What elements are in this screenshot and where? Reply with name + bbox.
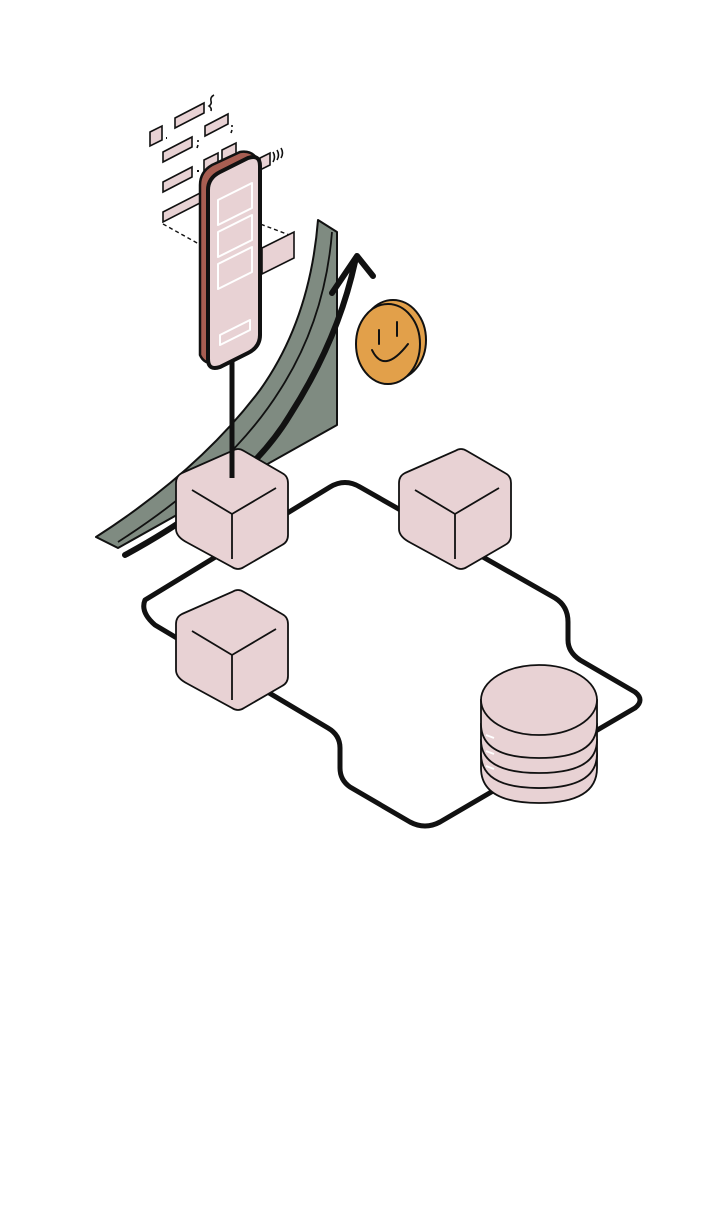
phone-screen-card — [217, 214, 253, 258]
database-top-face — [480, 664, 598, 736]
growth-arrow-head — [329, 253, 376, 296]
database-stack — [480, 664, 598, 804]
code-snippets — [149, 94, 284, 224]
network-loop-path — [141, 480, 643, 829]
code-snippet — [162, 190, 203, 224]
code-snippet — [162, 165, 193, 194]
projection-card — [261, 230, 295, 276]
phone-screen-card — [217, 182, 253, 226]
code-snippet — [162, 135, 193, 164]
phone-home-bar — [219, 319, 251, 346]
mobile-device — [198, 150, 262, 370]
code-snippet — [204, 112, 229, 138]
coin-face — [355, 303, 421, 385]
smiley-coin — [355, 299, 427, 385]
code-snippet — [149, 124, 163, 148]
cube-node-top-right — [398, 448, 512, 570]
phone-screen-card — [217, 246, 253, 290]
coin-smile — [371, 343, 409, 362]
code-snippet — [174, 101, 205, 130]
code-dots-icon — [166, 137, 199, 172]
database-highlight — [485, 734, 495, 770]
code-parens-icon — [272, 147, 284, 163]
cube-node-bottom-left — [175, 589, 289, 711]
code-brace-icon — [207, 94, 215, 112]
code-semicolon-icon — [230, 125, 233, 134]
code-semicolon-icon — [196, 140, 199, 149]
